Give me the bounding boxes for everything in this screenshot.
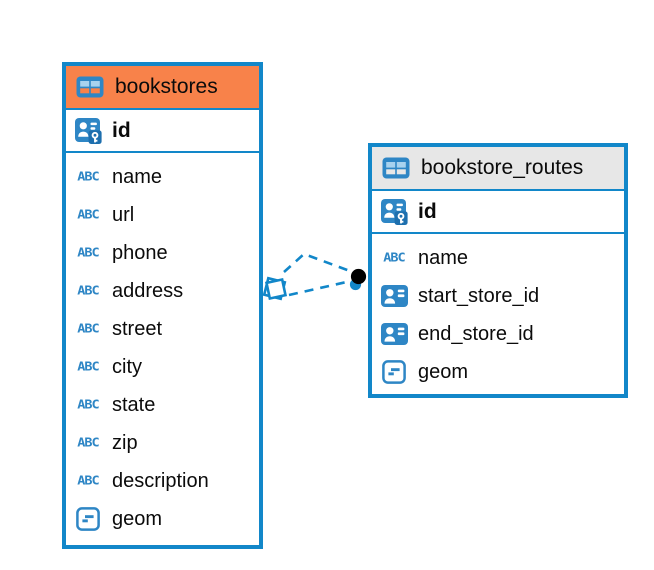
column-row[interactable]: ABC description <box>66 462 259 500</box>
text-type-glyph: ABC <box>77 321 99 337</box>
primary-key-icon <box>378 198 410 226</box>
text-type-icon: ABC <box>72 245 104 261</box>
text-type-icon: ABC <box>72 169 104 185</box>
entity-table-bookstore-routes[interactable]: bookstore_routes id ABC name start_store_… <box>368 143 628 398</box>
text-type-glyph: ABC <box>77 473 99 489</box>
column-row[interactable]: ABC city <box>66 348 259 386</box>
text-type-glyph: ABC <box>77 245 99 261</box>
text-type-glyph: ABC <box>77 207 99 223</box>
reference-type-icon <box>378 323 410 345</box>
column-list: ABC name start_store_id end_store_id geom <box>372 234 624 394</box>
column-row[interactable]: start_store_id <box>372 277 624 315</box>
column-name: zip <box>112 431 138 454</box>
relationship-line-upper[interactable] <box>283 252 351 273</box>
text-type-icon: ABC <box>72 283 104 299</box>
text-type-glyph: ABC <box>77 359 99 375</box>
column-row[interactable]: geom <box>66 500 259 538</box>
column-row[interactable]: ABC zip <box>66 424 259 462</box>
table-title: bookstore_routes <box>421 156 584 179</box>
column-row[interactable]: ABC address <box>66 272 259 310</box>
table-header[interactable]: bookstores <box>66 66 259 110</box>
text-type-glyph: ABC <box>77 397 99 413</box>
primary-key-icon <box>72 117 104 145</box>
text-type-icon: ABC <box>72 435 104 451</box>
column-row[interactable]: ABC name <box>66 158 259 196</box>
column-row[interactable]: ABC url <box>66 196 259 234</box>
column-row[interactable]: ABC phone <box>66 234 259 272</box>
table-title: bookstores <box>115 75 218 98</box>
column-name: name <box>418 246 469 269</box>
column-name: name <box>112 165 163 188</box>
column-name: state <box>112 393 156 416</box>
column-row[interactable]: ABC name <box>372 239 624 277</box>
table-header[interactable]: bookstore_routes <box>372 147 624 191</box>
text-type-glyph: ABC <box>77 435 99 451</box>
table-icon <box>74 76 106 98</box>
primary-key-row[interactable]: id <box>372 191 624 234</box>
primary-key-name: id <box>112 118 131 142</box>
text-type-glyph: ABC <box>77 169 99 185</box>
text-type-icon: ABC <box>72 321 104 337</box>
text-type-glyph: ABC <box>77 283 99 299</box>
geometry-type-icon <box>378 360 410 384</box>
column-name: city <box>112 355 142 378</box>
column-row[interactable]: end_store_id <box>372 315 624 353</box>
relationship-line-lower[interactable] <box>288 279 352 297</box>
text-type-icon: ABC <box>72 473 104 489</box>
column-name: geom <box>418 360 469 383</box>
column-name: geom <box>112 507 163 530</box>
column-row[interactable]: ABC state <box>66 386 259 424</box>
table-icon <box>380 157 412 179</box>
geometry-type-icon <box>72 507 104 531</box>
column-name: street <box>112 317 163 340</box>
primary-key-row[interactable]: id <box>66 110 259 153</box>
column-name: end_store_id <box>418 322 534 345</box>
column-name: start_store_id <box>418 284 540 307</box>
text-type-icon: ABC <box>72 397 104 413</box>
primary-key-name: id <box>418 199 437 223</box>
column-row[interactable]: geom <box>372 353 624 391</box>
text-type-icon: ABC <box>72 359 104 375</box>
text-type-glyph: ABC <box>383 250 405 266</box>
relationship-lines <box>283 252 352 297</box>
text-type-icon: ABC <box>72 207 104 223</box>
column-name: url <box>112 203 135 226</box>
column-name: address <box>112 279 184 302</box>
column-name: phone <box>112 241 168 264</box>
column-row[interactable]: ABC street <box>66 310 259 348</box>
relationship-target-marker-dot-icon[interactable] <box>349 268 367 291</box>
column-name: description <box>112 469 209 492</box>
text-type-icon: ABC <box>378 250 410 266</box>
relationship-source-marker-diamond-icon[interactable] <box>262 276 288 301</box>
reference-type-icon <box>378 285 410 307</box>
